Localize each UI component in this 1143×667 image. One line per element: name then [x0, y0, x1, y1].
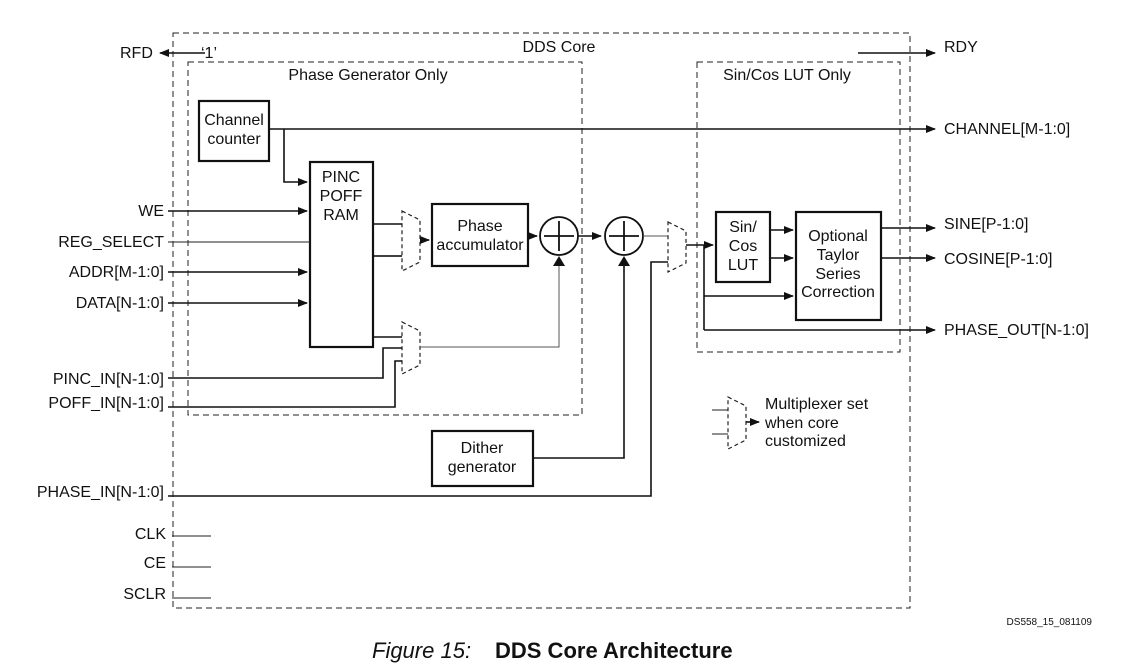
- channel-output-label: CHANNEL[M-1:0]: [944, 121, 1070, 138]
- pinc-in-label: PINC_IN[N-1:0]: [53, 371, 164, 388]
- legend-mux-symbol: [727, 396, 747, 450]
- poff-in-wire: [168, 360, 402, 408]
- mux-legend: [712, 396, 760, 450]
- lut-line2: Cos: [729, 238, 757, 255]
- dither-generator-block: [430, 429, 535, 488]
- poff-in-label: POFF_IN[N-1:0]: [48, 395, 164, 412]
- clk-label: CLK: [135, 526, 166, 543]
- lut-region-title: Sin/Cos LUT Only: [723, 67, 851, 84]
- taylor-line4: Correction: [801, 284, 875, 301]
- ce-label: CE: [144, 555, 166, 572]
- taylor-line3: Series: [815, 266, 860, 283]
- dither-line2: generator: [448, 459, 517, 476]
- adder-1: [539, 216, 579, 256]
- phase-accumulator-block: [430, 202, 530, 268]
- legend-line3: customized: [765, 433, 846, 450]
- caption-title: DDS Core Architecture: [495, 638, 733, 663]
- channel-to-ram-wire: [283, 129, 308, 186]
- poff-adder-arrowhead: [553, 256, 565, 266]
- figure-id: DS558_15_081109: [1007, 617, 1093, 628]
- adder-2: [604, 216, 644, 256]
- channel-counter-line1: Channel: [204, 112, 264, 129]
- we-label: WE: [138, 203, 164, 220]
- taylor-correction-block: [794, 210, 883, 322]
- dds-core-boundary: [172, 32, 911, 609]
- lut-line3: LUT: [728, 257, 758, 274]
- channel-counter-line2: counter: [207, 131, 261, 148]
- taylor-line2: Taylor: [817, 247, 860, 264]
- legend-line1: Multiplexer set: [765, 396, 869, 413]
- sin-cos-lut-block: [714, 210, 772, 284]
- phase-in-label: PHASE_IN[N-1:0]: [37, 484, 164, 501]
- reg-select-label: REG_SELECT: [58, 234, 164, 251]
- sclr-label: SCLR: [123, 586, 166, 603]
- data-label: DATA[N-1:0]: [76, 295, 164, 312]
- dither-to-adder-wire: [533, 258, 625, 459]
- rfd-constant: ‘1’: [201, 45, 217, 62]
- pinc-in-wire: [168, 347, 402, 379]
- dither-adder-arrowhead: [618, 256, 630, 266]
- caption-prefix: Figure 15:: [372, 638, 471, 663]
- dither-line1: Dither: [461, 440, 504, 457]
- core-title: DDS Core: [523, 39, 596, 56]
- ram-line1: PINC: [322, 169, 360, 186]
- sine-label: SINE[P-1:0]: [944, 216, 1028, 233]
- poff-mux: [401, 321, 421, 375]
- phase-out-label: PHASE_OUT[N-1:0]: [944, 322, 1089, 339]
- accumulator-line1: Phase: [457, 218, 502, 235]
- phase-generator-region: [187, 61, 583, 416]
- phase-generator-title: Phase Generator Only: [288, 67, 447, 84]
- rfd-label: RFD: [120, 45, 153, 62]
- legend-line2: when core: [764, 415, 839, 432]
- ram-line3: RAM: [323, 207, 359, 224]
- lut-line1: Sin/: [729, 219, 757, 236]
- addr-label: ADDR[M-1:0]: [69, 264, 164, 281]
- channel-counter-block: [197, 99, 271, 163]
- phase-mux: [667, 221, 687, 273]
- taylor-line1: Optional: [808, 228, 868, 245]
- pinc-mux: [401, 210, 421, 272]
- accumulator-line2: accumulator: [436, 237, 524, 254]
- poff-to-adder-wire: [420, 258, 560, 348]
- cosine-label: COSINE[P-1:0]: [944, 251, 1052, 268]
- ram-line2: POFF: [320, 188, 363, 205]
- phase-in-wire: [168, 261, 668, 497]
- pinc-poff-ram-block: [308, 160, 375, 349]
- sin-cos-lut-region: [696, 61, 901, 353]
- rdy-label: RDY: [944, 39, 978, 56]
